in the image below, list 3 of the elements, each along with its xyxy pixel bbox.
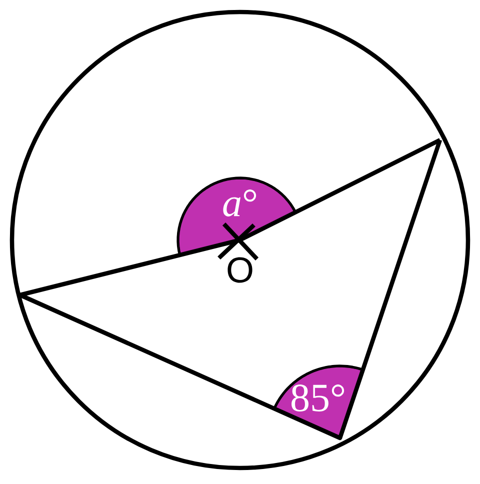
point-label: O <box>228 257 252 283</box>
angle-label: a° <box>223 190 256 217</box>
angle-label: 85° <box>292 384 344 412</box>
